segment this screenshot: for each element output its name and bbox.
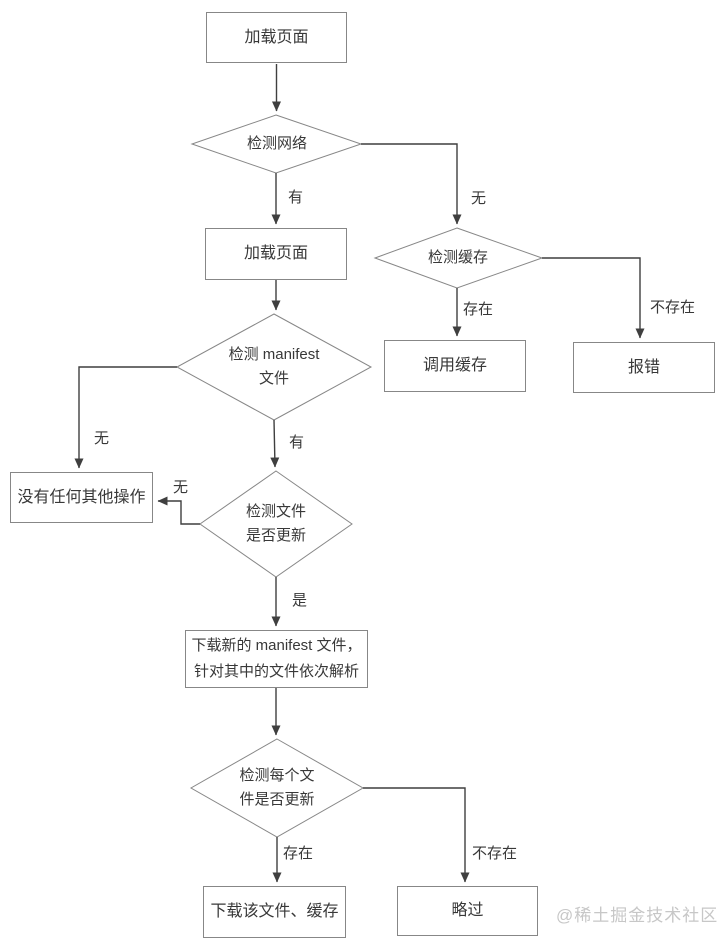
- edge-label-network-yes: 有: [288, 189, 304, 206]
- edge-check-manifest-to-no-action: [74, 366, 177, 469]
- node-no-other-action: 没有任何其他操作: [10, 472, 153, 523]
- edge-label-cache-exists: 存在: [463, 301, 494, 318]
- edge-label-cache-not-exists: 不存在: [650, 299, 696, 316]
- edge-label-file-yes: 是: [292, 592, 308, 609]
- edge-label-network-no: 无: [471, 190, 487, 207]
- node-check-each-file-label: 检测每个文 件是否更新: [239, 767, 315, 808]
- node-download-file-cache: 下载该文件、缓存: [203, 886, 346, 938]
- edge-label-each-exists: 存在: [283, 845, 314, 862]
- edge-label-manifest-no: 无: [94, 430, 110, 447]
- edge-label-each-not-exists: 不存在: [472, 845, 518, 862]
- node-check-cache-label: 检测缓存: [427, 249, 489, 266]
- edge-label-file-no: 无: [173, 479, 189, 496]
- node-check-network-label: 检测网络: [246, 135, 308, 152]
- node-check-manifest-label: 检测 manifest 文件: [228, 346, 320, 387]
- node-skip: 略过: [397, 886, 538, 936]
- watermark-text: @稀土掘金技术社区: [556, 906, 719, 925]
- node-error: 报错: [573, 342, 715, 393]
- node-use-cache: 调用缓存: [384, 340, 526, 392]
- edge-label-manifest-yes: 有: [289, 434, 305, 451]
- edge-check-each-to-skip: [363, 787, 470, 883]
- edge-check-manifest-to-check-file: [270, 419, 280, 468]
- node-start: 加载页面: [206, 12, 347, 63]
- node-check-file-updated-label: 检测文件 是否更新: [245, 503, 307, 544]
- edge-check-file-to-no-action: [157, 496, 200, 525]
- edge-check-network-to-check-cache: [361, 143, 462, 225]
- edge-check-cache-to-error: [542, 257, 645, 339]
- node-load-page: 加载页面: [205, 228, 347, 280]
- node-download-manifest: 下载新的 manifest 文件， 针对其中的文件依次解析: [185, 630, 368, 688]
